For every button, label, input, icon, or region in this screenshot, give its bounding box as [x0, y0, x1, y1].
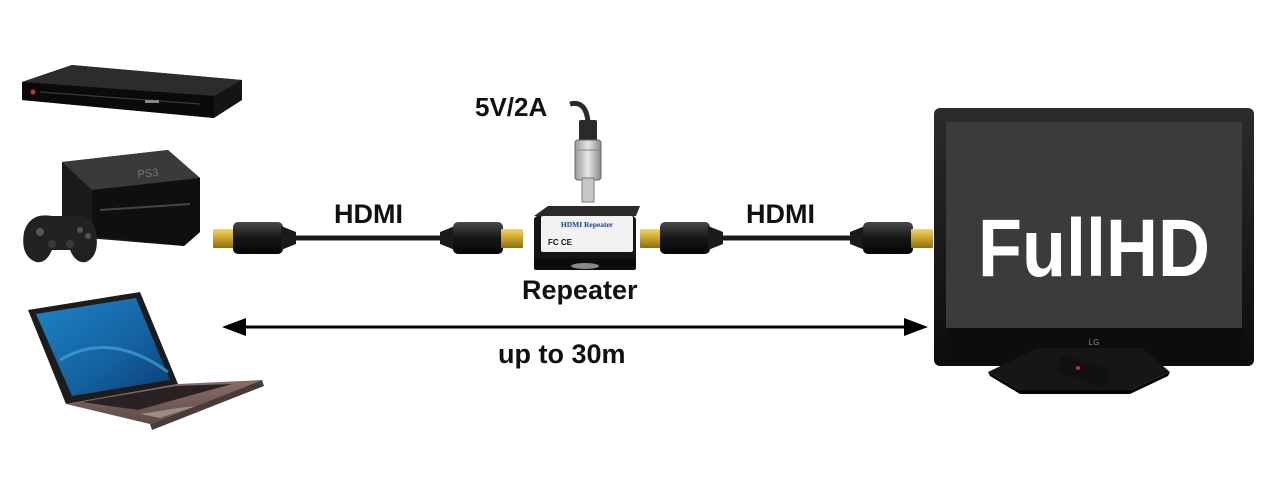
distance-arrow: [222, 318, 928, 336]
hdmi-cable-left: [213, 222, 523, 254]
repeater-device-icon: [534, 206, 640, 270]
hdmi-label-left: HDMI: [334, 199, 403, 229]
laptop-icon: [28, 292, 264, 430]
repeater-label: Repeater: [522, 275, 638, 305]
svg-text:PS3: PS3: [137, 167, 159, 181]
hdmi-label-right: HDMI: [746, 199, 815, 229]
repeater-box-title: HDMI Repeater: [561, 220, 614, 229]
power-plug-icon: [569, 100, 602, 203]
tv-icon: [934, 108, 1254, 394]
game-controller-icon: [23, 215, 97, 263]
tv-brand-logo: LG: [1089, 338, 1100, 347]
blu-ray-player-icon: [22, 65, 242, 118]
power-label: 5V/2A: [475, 92, 548, 122]
hdmi-cable-right: [640, 222, 933, 254]
repeater-box-marks: FC CE: [548, 238, 573, 247]
distance-label: up to 30m: [498, 339, 626, 369]
tv-screen-text: FullHD: [978, 203, 1210, 294]
ps3-console-icon: PS3: [62, 150, 200, 246]
